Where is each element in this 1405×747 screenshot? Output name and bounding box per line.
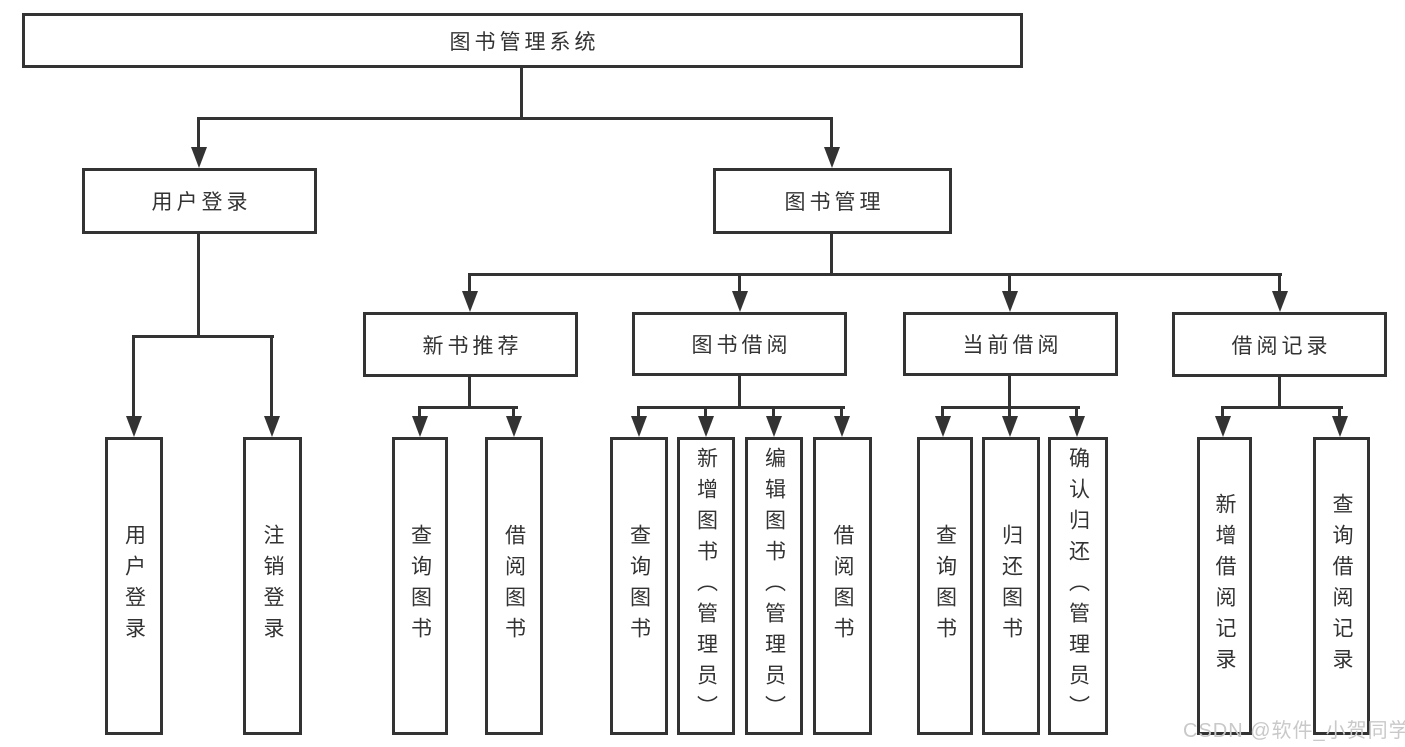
leaf-borrow-add-books-label: 新增图书（管理员） (694, 446, 718, 726)
connector-line (468, 377, 471, 409)
node-new-book-recommend-label: 新书推荐 (422, 334, 523, 358)
leaf-logout: 注销登录 (243, 437, 302, 735)
node-new-book-recommend: 新书推荐 (363, 312, 578, 377)
arrow-head (631, 416, 647, 437)
leaf-borrow-add-books: 新增图书（管理员） (677, 437, 735, 735)
arrow-head (698, 416, 714, 437)
connector-line (704, 409, 707, 417)
leaf-borrow-edit-books: 编辑图书（管理员） (745, 437, 803, 735)
connector-line (840, 409, 843, 417)
connector-line (197, 234, 200, 338)
leaf-recommend-borrow-books-label: 借阅图书 (502, 524, 526, 648)
leaf-current-query-books: 查询图书 (917, 437, 973, 735)
connector-line (1278, 377, 1281, 409)
connector-line (1221, 406, 1343, 409)
leaf-user-login: 用户登录 (105, 437, 163, 735)
connector-line (1008, 409, 1011, 417)
connector-line (1278, 276, 1281, 291)
node-root: 图书管理系统 (22, 13, 1023, 68)
connector-line (512, 409, 515, 417)
connector-line (830, 234, 833, 276)
leaf-borrow-query-books: 查询图书 (610, 437, 668, 735)
leaf-records-add-record: 新增借阅记录 (1197, 437, 1252, 735)
node-borrow-records-label: 借阅记录 (1231, 334, 1332, 358)
connector-line (132, 335, 274, 338)
node-book-borrow-label: 图书借阅 (691, 334, 792, 357)
arrow-head (191, 147, 207, 168)
leaf-current-query-books-label: 查询图书 (933, 524, 957, 648)
connector-line (738, 376, 741, 409)
connector-line (197, 120, 200, 148)
leaf-records-query-record: 查询借阅记录 (1313, 437, 1370, 735)
leaf-recommend-query-books: 查询图书 (392, 437, 448, 735)
leaf-records-query-record-label: 查询借阅记录 (1330, 493, 1353, 679)
leaf-current-return-books: 归还图书 (982, 437, 1040, 735)
node-root-label: 图书管理系统 (449, 30, 600, 54)
connector-line (132, 338, 135, 416)
arrow-head (126, 416, 142, 437)
node-user-login: 用户登录 (82, 168, 317, 234)
connector-line (1075, 409, 1078, 417)
arrow-head (462, 291, 478, 312)
arrow-head (1332, 416, 1348, 437)
arrow-head (506, 416, 522, 437)
node-user-login-label: 用户登录 (151, 191, 252, 214)
connector-line (1008, 276, 1011, 291)
arrow-head (1215, 416, 1231, 437)
arrow-head (1272, 291, 1288, 312)
node-book-management: 图书管理 (713, 168, 952, 234)
arrow-head (824, 147, 840, 168)
arrow-head (732, 291, 748, 312)
connector-line (1221, 409, 1224, 417)
connector-line (197, 117, 833, 120)
node-current-borrow: 当前借阅 (903, 312, 1118, 376)
connector-line (772, 409, 775, 417)
arrow-head (935, 416, 951, 437)
node-current-borrow-label: 当前借阅 (962, 334, 1063, 357)
watermark: CSDN @软件_小贺同学 (1183, 720, 1405, 742)
connector-line (418, 409, 421, 417)
node-book-borrow: 图书借阅 (632, 312, 847, 376)
arrow-head (1002, 291, 1018, 312)
connector-line (1338, 409, 1341, 417)
leaf-borrow-borrow-books-label: 借阅图书 (831, 524, 854, 648)
leaf-current-confirm-return-label: 确认归还（管理员） (1066, 446, 1090, 726)
leaf-records-add-record-label: 新增借阅记录 (1213, 493, 1236, 679)
connector-line (1008, 376, 1011, 409)
node-borrow-records: 借阅记录 (1172, 312, 1387, 377)
connector-line (941, 406, 1080, 409)
connector-line (468, 273, 1282, 276)
leaf-recommend-borrow-books: 借阅图书 (485, 437, 543, 735)
leaf-borrow-edit-books-label: 编辑图书（管理员） (762, 446, 786, 726)
connector-line (637, 409, 640, 417)
connector-line (270, 338, 273, 416)
leaf-borrow-query-books-label: 查询图书 (627, 524, 651, 648)
leaf-user-login-label: 用户登录 (122, 524, 146, 648)
connector-line (830, 120, 833, 148)
leaf-borrow-borrow-books: 借阅图书 (813, 437, 872, 735)
connector-line (520, 68, 523, 120)
connector-line (738, 276, 741, 291)
leaf-recommend-query-books-label: 查询图书 (408, 524, 432, 648)
connector-line (468, 276, 471, 291)
node-book-management-label: 图书管理 (784, 191, 885, 214)
connector-line (941, 409, 944, 417)
arrow-head (834, 416, 850, 437)
leaf-logout-label: 注销登录 (261, 524, 284, 648)
arrow-head (1069, 416, 1085, 437)
arrow-head (264, 416, 280, 437)
connector-line (637, 406, 845, 409)
connector-line (418, 406, 518, 409)
arrow-head (766, 416, 782, 437)
leaf-current-confirm-return: 确认归还（管理员） (1048, 437, 1108, 735)
arrow-head (1002, 416, 1018, 437)
leaf-current-return-books-label: 归还图书 (999, 524, 1023, 648)
arrow-head (412, 416, 428, 437)
